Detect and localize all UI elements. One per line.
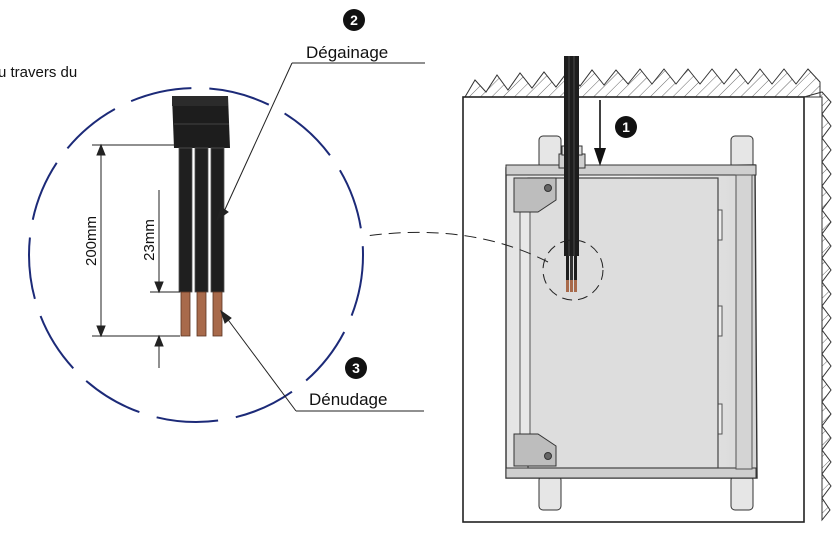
step-3-label: Dénudage — [309, 390, 387, 409]
incoming-cable — [564, 56, 579, 292]
dimension-23mm — [150, 190, 180, 368]
enclosure — [505, 135, 758, 511]
insertion-arrow — [594, 100, 606, 166]
detail-leader-line — [365, 231, 549, 263]
detail-marker-circle — [542, 239, 604, 301]
step-2-leader — [216, 62, 425, 222]
dimension-200mm — [92, 143, 180, 338]
step-3-badge: 3 — [345, 357, 367, 379]
top-text: u travers du — [0, 64, 77, 81]
step-2-badge: 2 — [343, 9, 365, 31]
step-2-label: Dégainage — [306, 43, 388, 62]
dimension-200mm-label: 200mm — [83, 216, 100, 266]
step-2-number: 2 — [350, 12, 358, 28]
step-3-number: 3 — [352, 360, 360, 376]
step-3-leader — [220, 309, 424, 412]
step-1-badge: 1 — [615, 116, 637, 138]
hinge-brackets — [513, 177, 557, 467]
callout-zoom-circle — [28, 87, 364, 423]
step-1-number: 1 — [622, 119, 630, 135]
dimension-23mm-label: 23mm — [141, 219, 158, 261]
